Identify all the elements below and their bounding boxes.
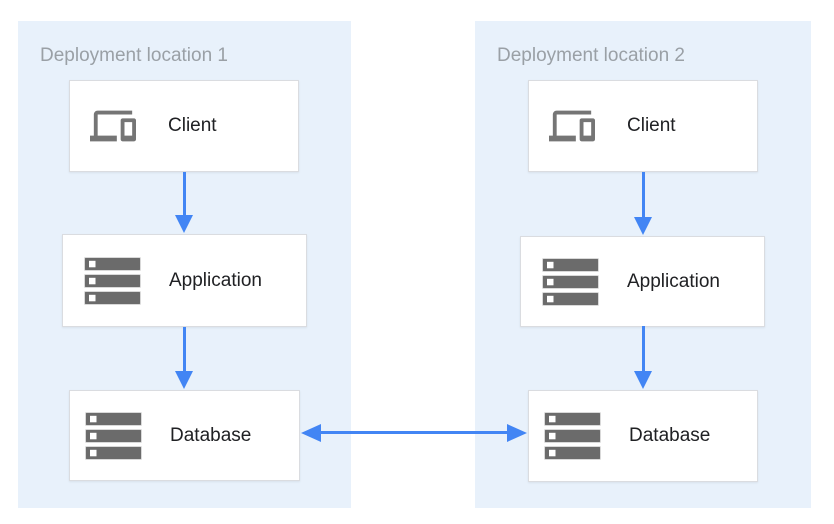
client-node-location-2: Client <box>528 80 758 172</box>
arrow-client-to-application-1 <box>183 172 186 215</box>
devices-icon <box>549 110 595 142</box>
arrow-database-replication <box>318 431 510 434</box>
devices-icon <box>90 110 136 142</box>
arrow-right-head <box>507 424 527 442</box>
arrow-down-head <box>634 371 652 389</box>
arrow-application-to-database-1 <box>183 327 186 371</box>
node-label: Application <box>627 270 720 292</box>
database-node-location-2: Database <box>528 390 758 482</box>
client-node-location-1: Client <box>69 80 299 172</box>
arrow-left-head <box>301 424 321 442</box>
server-stack-icon <box>85 411 142 460</box>
arrow-down-head <box>175 215 193 233</box>
arrow-down-head <box>634 217 652 235</box>
node-label: Application <box>169 269 262 291</box>
node-label: Database <box>629 425 711 446</box>
database-node-location-1: Database <box>69 390 300 481</box>
node-label: Client <box>627 115 676 136</box>
arrow-client-to-application-2 <box>642 172 645 217</box>
server-stack-icon <box>544 412 601 460</box>
arrow-application-to-database-2 <box>642 326 645 371</box>
deployment-location-2-title: Deployment location 2 <box>497 45 685 66</box>
arrow-down-head <box>175 371 193 389</box>
node-label: Database <box>170 424 252 446</box>
application-node-location-2: Application <box>520 236 765 327</box>
node-label: Client <box>168 115 217 136</box>
deployment-location-1-title: Deployment location 1 <box>40 45 228 66</box>
deployment-location-1-panel: Deployment location 1 Client App <box>18 21 351 508</box>
deployment-location-2-panel: Deployment location 2 Client App <box>475 21 811 508</box>
server-stack-icon <box>542 257 599 306</box>
application-node-location-1: Application <box>62 234 307 327</box>
server-stack-icon <box>84 256 141 305</box>
